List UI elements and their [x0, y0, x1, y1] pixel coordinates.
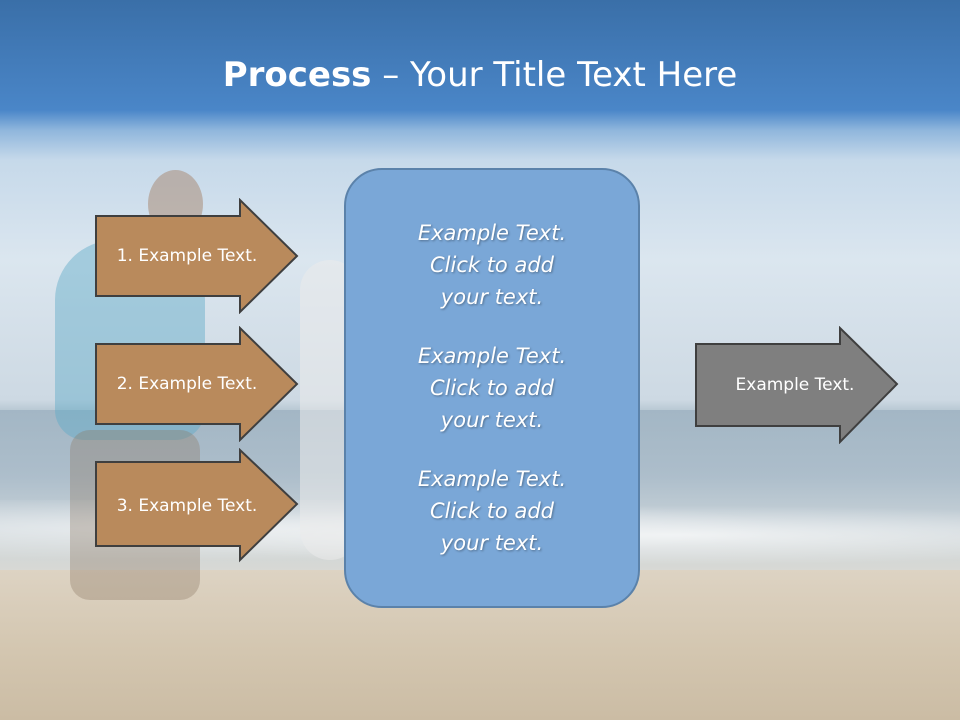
title-rest-text: – Your Title Text Here	[371, 55, 738, 95]
arrow-shape-3	[95, 448, 299, 563]
result-arrow[interactable]: Example Text.	[694, 326, 900, 444]
title-strong-text: Process	[222, 55, 372, 95]
step-arrow-1-label: 1. Example Text.	[116, 246, 258, 266]
center-paragraph-2: Example Text. Click to add your text.	[417, 344, 567, 432]
arrow-shape-1	[95, 198, 299, 314]
arrow-shape-2	[95, 326, 299, 442]
step-arrow-1[interactable]: 1. Example Text.	[94, 198, 300, 314]
step-arrow-3[interactable]: 3. Example Text.	[94, 448, 300, 564]
step-arrow-2-label: 2. Example Text.	[116, 374, 258, 394]
center-paragraph-1: Example Text. Click to add your text.	[417, 221, 567, 309]
result-arrow-label: Example Text.	[735, 375, 855, 395]
step-arrow-2[interactable]: 2. Example Text.	[94, 326, 300, 442]
center-text-box[interactable]: Example Text. Click to add your text. Ex…	[344, 168, 640, 608]
result-arrow-shape	[695, 326, 899, 444]
slide-title[interactable]: Process – Your Title Text Here	[0, 52, 960, 98]
step-arrow-3-label: 3. Example Text.	[116, 496, 258, 516]
center-paragraph-3: Example Text. Click to add your text.	[417, 467, 567, 555]
